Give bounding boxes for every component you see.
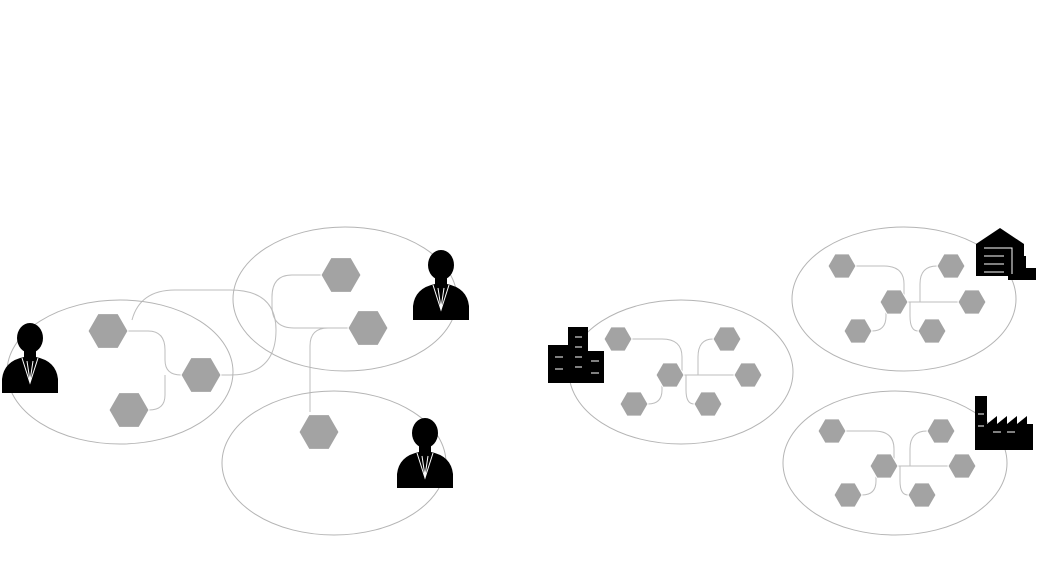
warehouse-network-node-5 xyxy=(843,318,873,344)
person-network-top-link-2 xyxy=(309,327,348,412)
link-layer xyxy=(128,265,958,496)
person-network-left-link-2 xyxy=(148,375,166,411)
factory-network-node-3 xyxy=(869,453,899,479)
warehouse-network-link-2 xyxy=(919,265,938,302)
factory-network-link-2 xyxy=(909,430,928,466)
office-network-node-2 xyxy=(712,326,742,352)
factory-network-node-6 xyxy=(907,482,937,508)
office-building-icon xyxy=(547,327,605,383)
office-network-node-4 xyxy=(733,362,763,388)
warehouse-network-node-6 xyxy=(917,318,947,344)
icon-layer xyxy=(1,227,1037,488)
factory-network-node-2 xyxy=(926,418,956,444)
person-network-left-node-2 xyxy=(180,357,222,393)
factory-network-link-5 xyxy=(899,466,909,496)
office-network-node-5 xyxy=(619,391,649,417)
warehouse-network-boundary xyxy=(791,226,1017,372)
person-network-top-node-1 xyxy=(320,257,362,293)
factory-network-node-5 xyxy=(833,482,863,508)
warehouse-network-link-4 xyxy=(871,302,887,332)
office-network-node-6 xyxy=(693,391,723,417)
warehouse-network-node-3 xyxy=(879,289,909,315)
factory-network-link-4 xyxy=(861,466,877,496)
warehouse-network-node-4 xyxy=(957,289,987,315)
factory-icon xyxy=(974,396,1034,450)
office-network-node-1 xyxy=(603,326,633,352)
factory-network-link-1 xyxy=(846,430,895,466)
warehouse-network-node-1 xyxy=(827,253,857,279)
office-network-node-3 xyxy=(655,362,685,388)
office-network-link-4 xyxy=(647,375,663,405)
warehouse-network-link-1 xyxy=(856,265,905,302)
warehouse-network-link-5 xyxy=(909,302,919,332)
person-network-top-node-2 xyxy=(347,310,389,346)
office-network-link-5 xyxy=(685,375,695,405)
factory-network-boundary xyxy=(782,390,1008,536)
person-icon xyxy=(412,249,470,320)
person-network-left-node-1 xyxy=(87,313,129,349)
node-layer xyxy=(87,253,987,508)
person-network-top-link-1 xyxy=(271,274,348,329)
warehouse-icon xyxy=(975,227,1037,281)
factory-network-node-4 xyxy=(947,453,977,479)
boundary-layer xyxy=(6,226,1017,536)
person-network-bottom-node-1 xyxy=(298,414,340,450)
office-network-link-2 xyxy=(697,338,714,375)
cross-group-link-1 xyxy=(131,289,277,376)
person-icon xyxy=(1,322,59,393)
factory-network-node-1 xyxy=(817,418,847,444)
office-network-link-1 xyxy=(632,338,683,375)
warehouse-network-node-2 xyxy=(936,253,966,279)
person-network-left-node-3 xyxy=(108,392,150,428)
person-network-left-link-1 xyxy=(128,330,182,376)
